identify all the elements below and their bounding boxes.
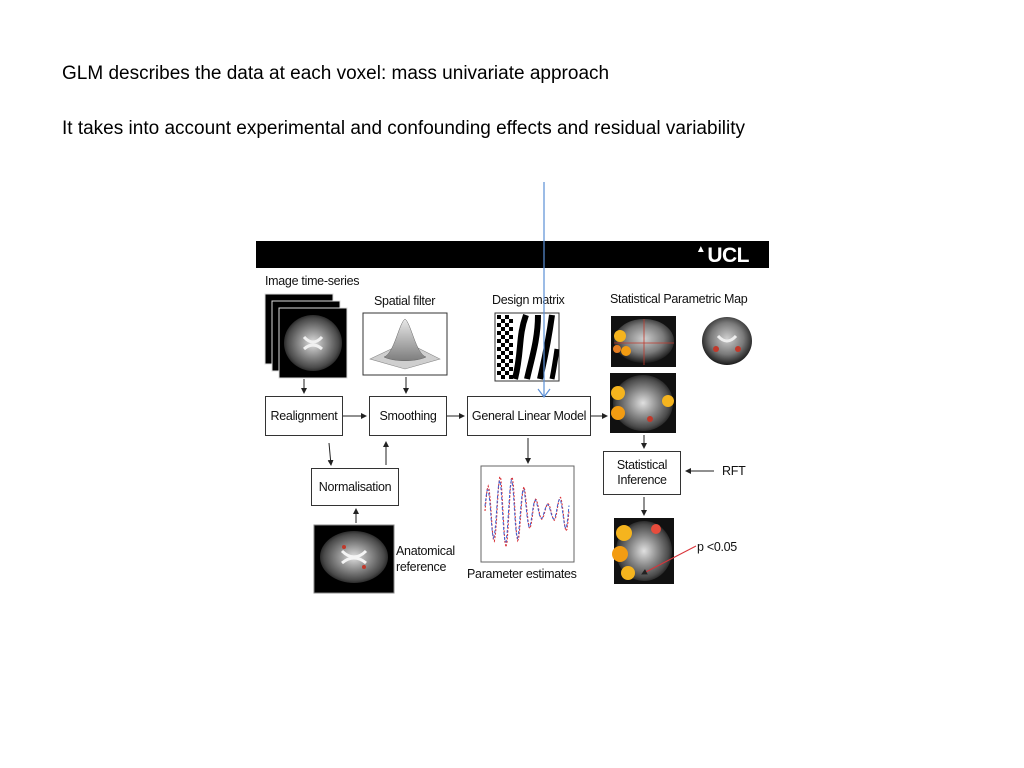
realignment-box: Realignment: [265, 396, 343, 436]
spm-sagittal-map: [611, 316, 676, 367]
label-parameter-estimates: Parameter estimates: [467, 567, 577, 581]
label-spatial-filter: Spatial filter: [374, 294, 436, 308]
spm-axial-map: [610, 373, 676, 433]
label-p-value: p <0.05: [697, 540, 737, 554]
ucl-logo: ▲UCL: [695, 244, 750, 267]
label-image-time-series: Image time-series: [265, 274, 360, 288]
figure-header-bar: ▲UCL: [256, 241, 769, 268]
anatomical-reference-panel: [313, 524, 395, 594]
glm-box: General Linear Model: [467, 396, 591, 436]
statistical-inference-box: Statistical Inference: [603, 451, 681, 495]
spm-pipeline-figure: ▲UCL Image time-series Spatial filter De…: [256, 241, 769, 601]
smoothing-box: Smoothing: [369, 396, 447, 436]
statement-effects: It takes into account experimental and c…: [62, 118, 746, 139]
label-anatomical-reference: Anatomical reference: [396, 544, 455, 574]
normalisation-box: Normalisation: [311, 468, 399, 506]
label-statistical-parametric-map: Statistical Parametric Map: [610, 292, 748, 306]
image-time-series-stack: [264, 293, 348, 379]
spm-coronal-map: [699, 316, 755, 367]
pipeline-graphics: [264, 293, 755, 594]
statement-voxel: GLM describes the data at each voxel: ma…: [62, 63, 610, 84]
design-matrix-panel: [494, 312, 560, 382]
spatial-filter-panel: [362, 312, 448, 376]
parameter-estimates-plot: [480, 465, 575, 563]
label-design-matrix: Design matrix: [492, 293, 565, 307]
label-rft: RFT: [722, 464, 746, 478]
flow-arrows: [301, 377, 714, 575]
